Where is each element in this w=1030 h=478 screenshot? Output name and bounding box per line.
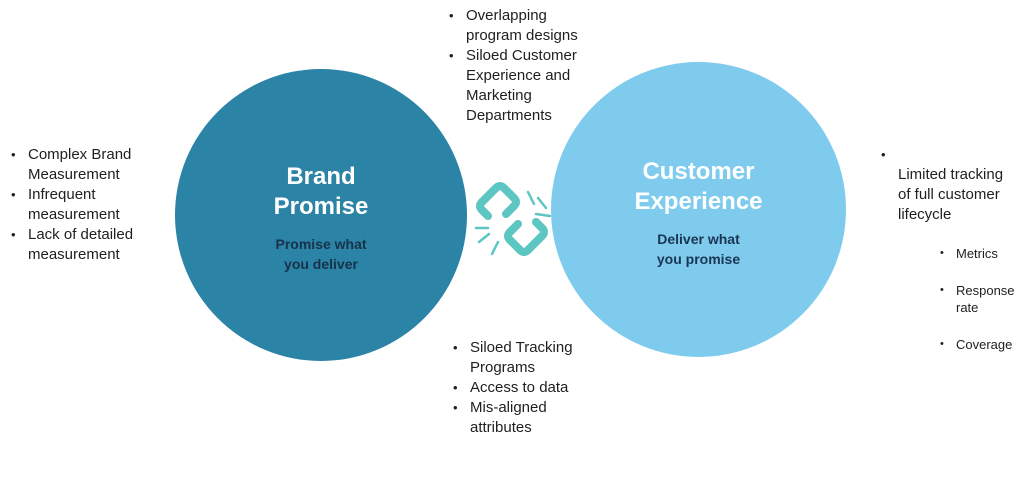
sub-list: Metrics Response rate Coverage <box>898 225 1030 373</box>
list-item-label: Limited tracking of full customer lifecy… <box>898 166 1004 223</box>
brand-promise-circle: Brand Promise Promise what you deliver <box>175 69 467 361</box>
experience-issues-list: Limited tracking of full customer lifecy… <box>880 145 1030 393</box>
list-item: Limited tracking of full customer lifecy… <box>880 145 1030 393</box>
list-item: Lack of detailed measurement <box>10 225 170 265</box>
list-item: Overlapping program designs <box>448 6 608 46</box>
list-item: Siloed Tracking Programs <box>452 338 612 378</box>
brand-promise-subtitle: Promise what you deliver <box>275 236 367 272</box>
list-item: Infrequent measurement <box>10 185 170 225</box>
tracking-issues-list: Siloed Tracking Programs Access to data … <box>452 338 612 438</box>
sub-list-item: Metrics <box>938 245 1030 262</box>
broken-chain-icon <box>474 182 552 256</box>
list-item: Siloed Customer Experience and Marketing… <box>448 46 608 126</box>
sub-list-item: Response rate <box>938 282 1030 316</box>
organization-issues-list: Overlapping program designs Siloed Custo… <box>448 6 608 126</box>
customer-experience-subtitle: Deliver what you promise <box>656 230 741 267</box>
list-item: Access to data <box>452 378 612 398</box>
customer-experience-title: Customer Experience <box>634 157 763 215</box>
brand-promise-title: Brand Promise <box>273 163 369 220</box>
brand-issues-list: Complex Brand Measurement Infrequent mea… <box>10 145 170 265</box>
sub-list-item: Coverage <box>938 336 1030 353</box>
list-item: Complex Brand Measurement <box>10 145 170 185</box>
list-item: Mis-aligned attributes <box>452 398 612 438</box>
